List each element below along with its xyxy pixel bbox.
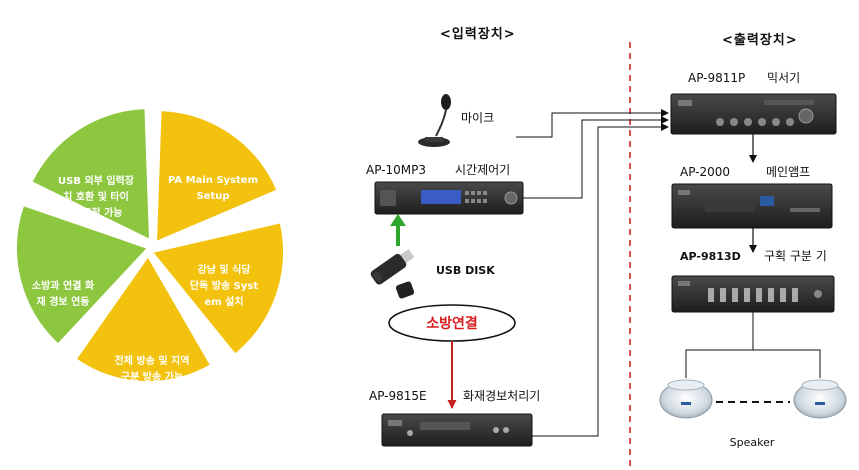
fire-alarm-device [381,413,533,447]
speaker-label: Speaker [730,436,775,449]
input-header: <입력장치> [440,26,516,42]
speaker-left-icon [659,379,713,419]
pie-slice [30,107,152,242]
usb-disk-icon [370,249,415,299]
pie-slice [74,254,213,383]
zone-model-label: AP-9813D [680,250,741,263]
mic-label: 마이크 [461,111,494,125]
mixer-name-label: 믹서기 [767,71,800,85]
mp3-name-label: 시간제어기 [455,163,510,177]
mp3-timer-device [374,181,524,215]
output-header: <출력장치> [722,32,798,48]
mp3-model-label: AP-10MP3 [366,163,426,177]
speaker-right-icon [793,379,847,419]
pie-slice [15,203,150,346]
pie-slice [150,221,285,357]
zone-selector-device [671,275,835,313]
fire-connection-label: 소방연결 [426,315,478,332]
green-arrowhead-icon [390,214,406,226]
zone-name-label: 구획 구분 기 [764,249,827,263]
fire-model-label: AP-9815E [369,389,427,403]
amp-model-label: AP-2000 [680,165,730,179]
mixer-model-label: AP-9811P [688,71,745,85]
microphone-icon [418,94,451,147]
speaker-wiring [685,312,821,378]
signal-lines [516,109,669,437]
fire-name-label: 화재경보처리기 [463,389,540,403]
usb-label: USB DISK [436,264,495,277]
amp-name-label: 메인앰프 [766,165,810,179]
mixer-device [670,93,837,135]
main-amp-device [671,183,833,229]
pie-slice [154,109,279,244]
